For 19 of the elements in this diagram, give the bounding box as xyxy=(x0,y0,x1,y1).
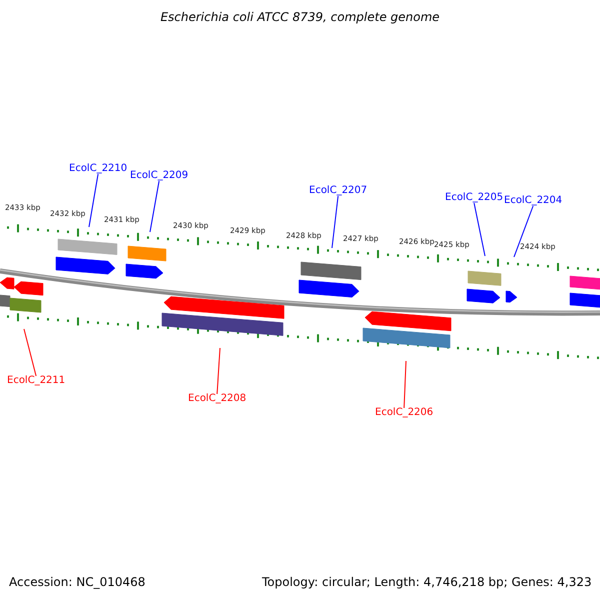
leader-line xyxy=(404,360,406,408)
gene-label: EcolC_2204 xyxy=(504,196,562,206)
leader-line xyxy=(474,202,486,256)
leader-line xyxy=(150,180,160,232)
leader-line xyxy=(216,348,220,394)
leader-line xyxy=(332,196,339,248)
title: Escherichia coli ATCC 8739, complete genome xyxy=(159,11,441,23)
gene-label: EcolC_2206 xyxy=(375,408,434,418)
gene-label: EcolC_2208 xyxy=(188,394,246,404)
leader-line xyxy=(24,328,37,376)
leader-line xyxy=(514,206,534,258)
gene-label: EcolC_2209 xyxy=(130,171,188,181)
leader-line xyxy=(88,174,99,228)
gene-label: EcolC_2207 xyxy=(309,186,368,196)
footer-text: Topology: circular; Length: 4,746,218 bp; Genes: 4,323 xyxy=(262,576,592,588)
gene-label: EcolC_2211 xyxy=(7,376,66,386)
gene-label: EcolC_2205 xyxy=(445,193,504,203)
footer-text: Accession: NC_010468 xyxy=(9,576,146,588)
gene-label: EcolC_2210 xyxy=(69,164,128,174)
